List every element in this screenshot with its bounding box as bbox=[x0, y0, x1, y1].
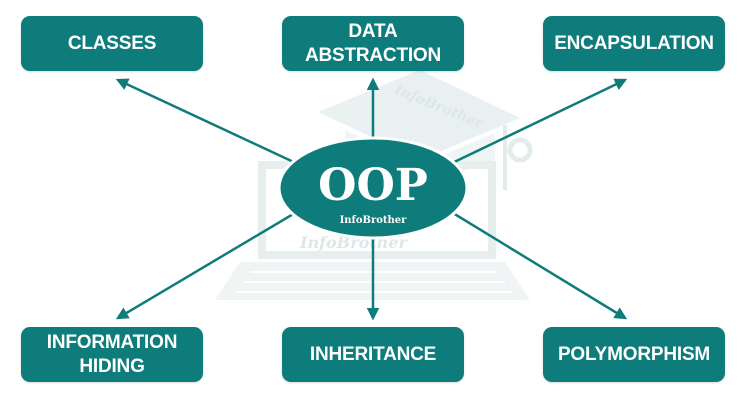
node-data-abstraction-label-line1: DATA bbox=[348, 20, 398, 42]
node-information-hiding: INFORMATION HIDING bbox=[21, 327, 203, 382]
center-node: OOP InfoBrother bbox=[277, 136, 469, 240]
arrow-to-classes bbox=[115, 78, 301, 167]
center-subtitle: InfoBrother bbox=[340, 215, 408, 226]
node-polymorphism: POLYMORPHISM bbox=[543, 327, 725, 382]
node-polymorphism-label: POLYMORPHISM bbox=[557, 343, 711, 365]
node-information-hiding-label-line1: INFORMATION bbox=[46, 331, 178, 353]
watermark-cap-icon bbox=[318, 70, 520, 160]
center-title: OOP bbox=[318, 160, 428, 211]
center-ellipse bbox=[277, 136, 469, 240]
node-classes-label: CLASSES bbox=[67, 32, 157, 54]
node-inheritance-label: INHERITANCE bbox=[309, 343, 437, 365]
arrow-to-information-hiding bbox=[115, 208, 301, 320]
node-encapsulation: ENCAPSULATION bbox=[543, 16, 725, 71]
node-classes: CLASSES bbox=[21, 16, 203, 71]
node-information-hiding-label-line2: HIDING bbox=[79, 355, 145, 377]
node-data-abstraction-label-line2: ABSTRACTION bbox=[304, 44, 442, 66]
watermark-key-icon bbox=[507, 137, 533, 163]
arrow-to-encapsulation bbox=[447, 78, 628, 167]
node-encapsulation-label: ENCAPSULATION bbox=[554, 32, 714, 54]
arrow-to-polymorphism bbox=[447, 208, 628, 320]
node-data-abstraction: DATA ABSTRACTION bbox=[282, 16, 464, 71]
arrow-group bbox=[115, 77, 628, 321]
node-inheritance: INHERITANCE bbox=[282, 327, 464, 382]
